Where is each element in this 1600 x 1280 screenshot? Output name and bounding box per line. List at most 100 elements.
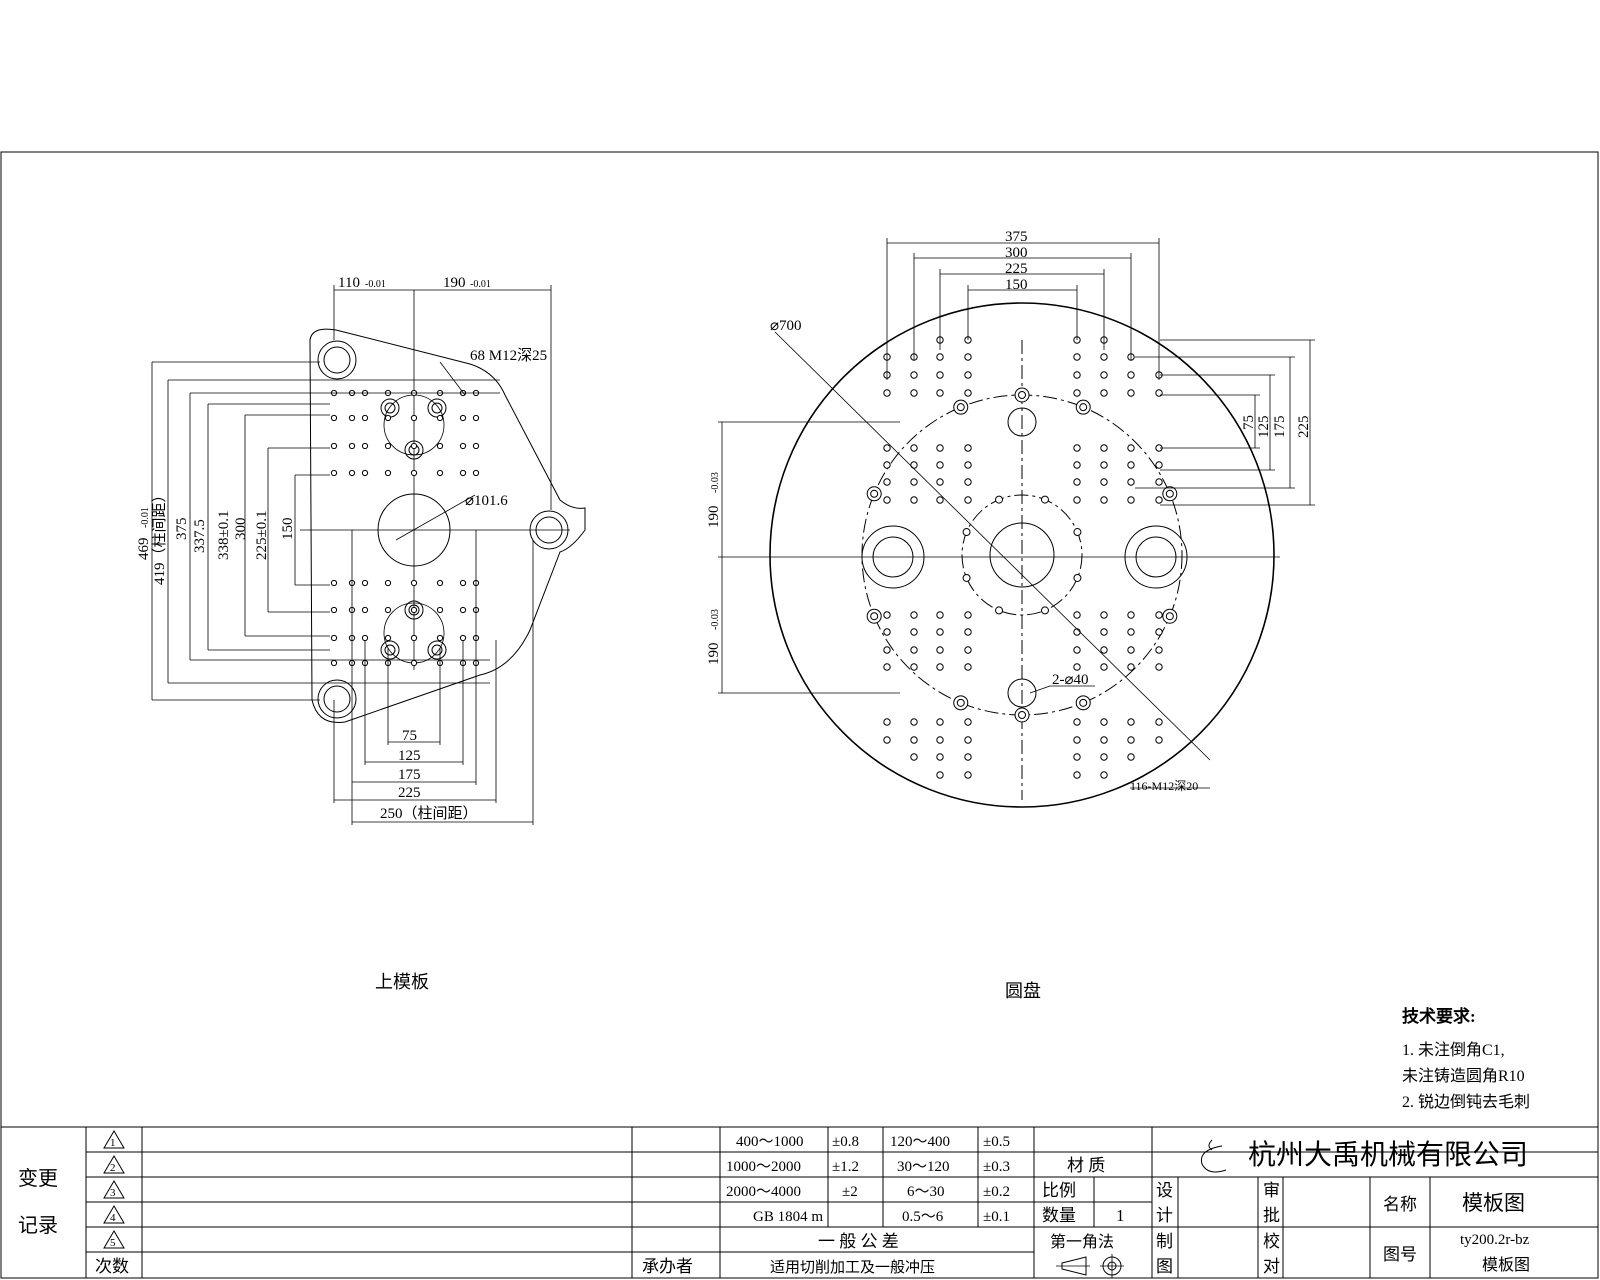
scale-label: 比例	[1042, 1181, 1076, 1200]
side-bore-right	[1124, 525, 1188, 589]
right-view-caption: 圆盘	[1005, 981, 1041, 1001]
m12-hole	[410, 442, 418, 450]
m12-hole	[384, 579, 392, 587]
upper-mold-plate-view: 110 -0.01 190 -0.01 68 M12深25 ⌀101.6 469…	[136, 275, 586, 992]
left-view-caption: 上模板	[375, 972, 429, 992]
col-person-label: 承办者	[642, 1257, 693, 1276]
m12-hole	[910, 628, 918, 636]
m12-hole	[410, 659, 418, 667]
inner-ring-hole	[995, 606, 1004, 615]
m12-hole	[459, 579, 467, 587]
m12-hole	[883, 646, 891, 654]
m12-hole	[964, 478, 972, 486]
title-block-grid	[1, 1126, 1598, 1278]
m12-hole	[964, 718, 972, 726]
m12-hole	[1073, 444, 1081, 452]
ring-hole-inner	[1079, 403, 1088, 412]
m12-hole	[964, 389, 972, 397]
m12-hole	[1073, 718, 1081, 726]
m12-hole	[1127, 628, 1135, 636]
m12-hole	[1155, 478, 1163, 486]
m12-hole	[459, 469, 467, 477]
inner-ring-hole	[1040, 495, 1049, 504]
m12-hole	[361, 442, 369, 450]
ring-hole-inner	[956, 698, 965, 707]
company-logo-icon	[1200, 1139, 1227, 1173]
technical-requirements: 技术要求: 1. 未注倒角C1, 未注铸造圆角R10 2. 锐边倒钝去毛刺	[1402, 1006, 1530, 1111]
m12-hole	[883, 496, 891, 504]
disk-dim-150: 150	[1005, 277, 1028, 293]
disk-left-dimensions	[718, 421, 900, 694]
m12-hole	[1127, 646, 1135, 654]
disk-top-dimensions	[886, 238, 1160, 380]
m12-hole	[964, 611, 972, 619]
m12-hole	[964, 628, 972, 636]
m12-hole	[936, 444, 944, 452]
m12-hole	[1127, 753, 1135, 761]
m12-hole	[1073, 496, 1081, 504]
inner-ring-hole	[1073, 528, 1082, 537]
review-label-2: 批	[1263, 1206, 1280, 1225]
m12-hole	[936, 611, 944, 619]
disk-leaders	[774, 331, 1211, 789]
svg-text:3: 3	[110, 1187, 116, 1199]
m12-hole	[472, 469, 480, 477]
disk-dim-300: 300	[1005, 245, 1028, 261]
m12-hole	[936, 663, 944, 671]
m12-hole	[1073, 478, 1081, 486]
drawing-frame	[0, 151, 1599, 1279]
m12-hole	[964, 646, 972, 654]
m12-hole	[964, 496, 972, 504]
ring-holes	[866, 387, 1178, 723]
m12-hole	[1100, 496, 1108, 504]
disk-outline	[769, 302, 1275, 808]
m12-hole	[910, 663, 918, 671]
dim-110: 110	[338, 275, 360, 291]
projection-label: 第一角法	[1050, 1233, 1114, 1251]
inner-ring-hole	[962, 573, 971, 582]
m12-hole	[936, 753, 944, 761]
m12-hole	[1155, 461, 1163, 469]
tol-190: -0.01	[470, 279, 491, 290]
m12-hole	[964, 444, 972, 452]
inner-ring-hole	[1040, 606, 1049, 615]
dim-469: 469	[136, 538, 152, 561]
m12-hole	[472, 442, 480, 450]
tol-r1-c1: 400～1000	[736, 1134, 804, 1150]
m12-hole	[410, 579, 418, 587]
dim-175: 175	[398, 767, 421, 783]
disk-tol-upper: -0.03	[710, 472, 721, 493]
draw-label-2: 图	[1156, 1257, 1173, 1276]
callout-68-m12: 68 M12深25	[470, 347, 547, 364]
ring-hole-inner	[1079, 698, 1088, 707]
ring-hole-inner	[1018, 391, 1026, 399]
m12-hole	[1073, 753, 1081, 761]
m12-hole	[1100, 771, 1108, 779]
m12-hole	[330, 634, 338, 642]
m12-hole	[936, 718, 944, 726]
ring-hole-inner	[870, 489, 879, 498]
m12-hole	[348, 414, 356, 422]
m12-hole	[384, 634, 392, 642]
m12-hole	[1127, 611, 1135, 619]
m12-hole	[384, 442, 392, 450]
m12-hole	[910, 736, 918, 744]
m12-hole	[330, 414, 338, 422]
m12-hole	[1100, 461, 1108, 469]
side-bore-left	[861, 525, 925, 589]
m12-hole	[348, 442, 356, 450]
m12-hole	[1100, 646, 1108, 654]
tolerance-table: 400～1000 ±0.8 120～400 ±0.5 1000～2000 ±1.…	[726, 1134, 1010, 1276]
tol-r2-c3: 30～120	[897, 1159, 950, 1175]
ejector-ring-top	[380, 394, 447, 460]
dim-125: 125	[398, 748, 421, 764]
revision-label-1: 变更	[18, 1167, 58, 1190]
qty-value: 1	[1116, 1206, 1125, 1225]
name-value: 模板图	[1462, 1191, 1525, 1215]
m12-hole	[1100, 753, 1108, 761]
rev-mark-4: 4	[103, 1205, 125, 1224]
m12-hole	[910, 646, 918, 654]
round-disk-view: 375 300 225 150 75 125 175 225 190 -0.03…	[706, 229, 1315, 1001]
m12-hole	[361, 469, 369, 477]
